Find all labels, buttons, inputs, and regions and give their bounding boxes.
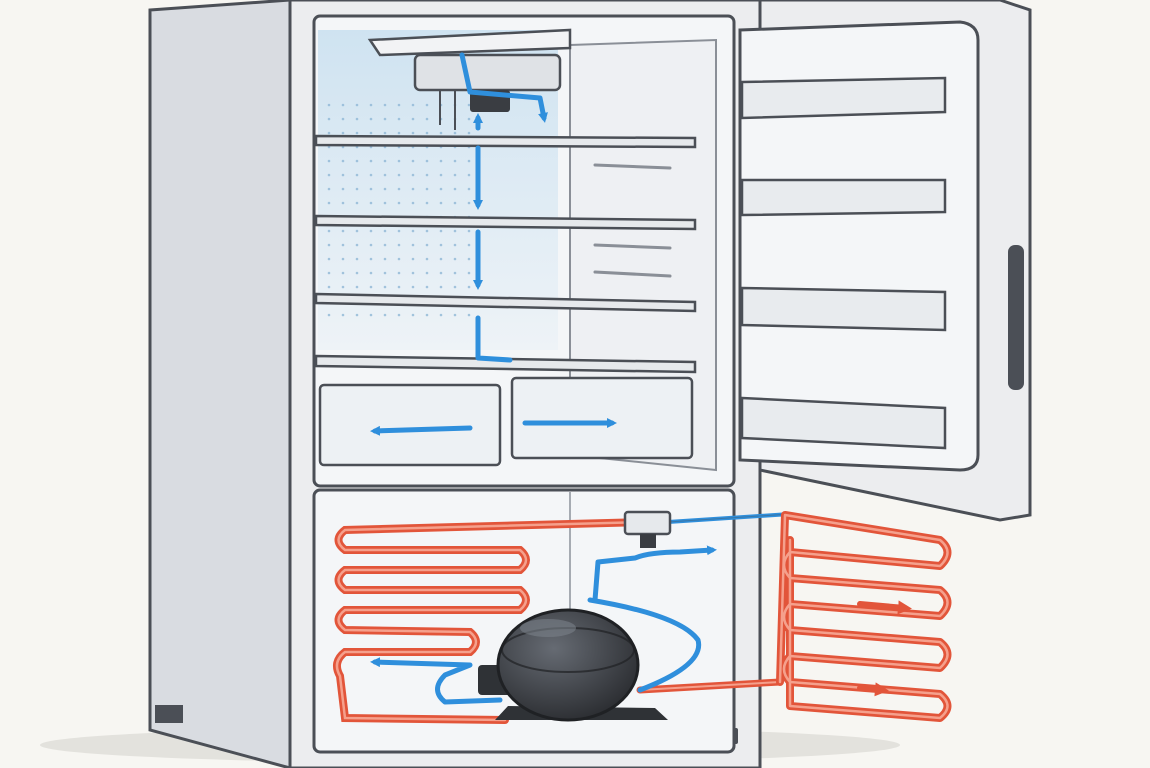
- discharge-line: [636, 678, 784, 694]
- vent-dots: [320, 100, 480, 320]
- compressor: [478, 608, 668, 722]
- door-bins: [740, 76, 947, 450]
- shelf-3: [314, 292, 697, 313]
- capillary-line: [667, 512, 791, 524]
- door-handle[interactable]: [1008, 245, 1024, 390]
- return-arrow: [370, 657, 503, 705]
- door-bin-4: [740, 396, 947, 450]
- fridge-shelves: [314, 134, 697, 374]
- door-bin-3: [740, 286, 947, 332]
- shelf-4: [314, 354, 697, 374]
- side-vent-slots: [593, 163, 672, 278]
- left-foot: [155, 705, 183, 723]
- shelf-1: [314, 134, 697, 149]
- door-bin-1: [740, 76, 947, 120]
- door-bin-2: [740, 178, 947, 217]
- right-arrow-icon: [857, 682, 889, 697]
- cabinet-side: [148, 0, 292, 768]
- riser-loop: [587, 597, 702, 693]
- fridge-door: [738, 0, 1032, 522]
- refrigerant-flow: [370, 545, 717, 705]
- expansion-valve: [623, 510, 672, 548]
- cold-air-flow: [370, 52, 617, 436]
- crisper-drawer-left: [318, 383, 502, 467]
- door-inner-liner: [738, 20, 980, 472]
- down-arrow-icon: [475, 315, 513, 363]
- condenser-coil: [776, 511, 952, 722]
- evaporator-coil: [332, 518, 649, 724]
- right-arrow-icon: [857, 600, 912, 615]
- shelf-2: [314, 214, 697, 231]
- capillary-line-outline: [667, 513, 791, 523]
- crisper-drawers: [318, 376, 694, 467]
- crisper-drawer-right: [510, 376, 694, 460]
- fan-outlet-arrow: [459, 52, 548, 123]
- right-arrow-icon: [592, 545, 717, 603]
- left-drawer-arrow: [370, 425, 473, 436]
